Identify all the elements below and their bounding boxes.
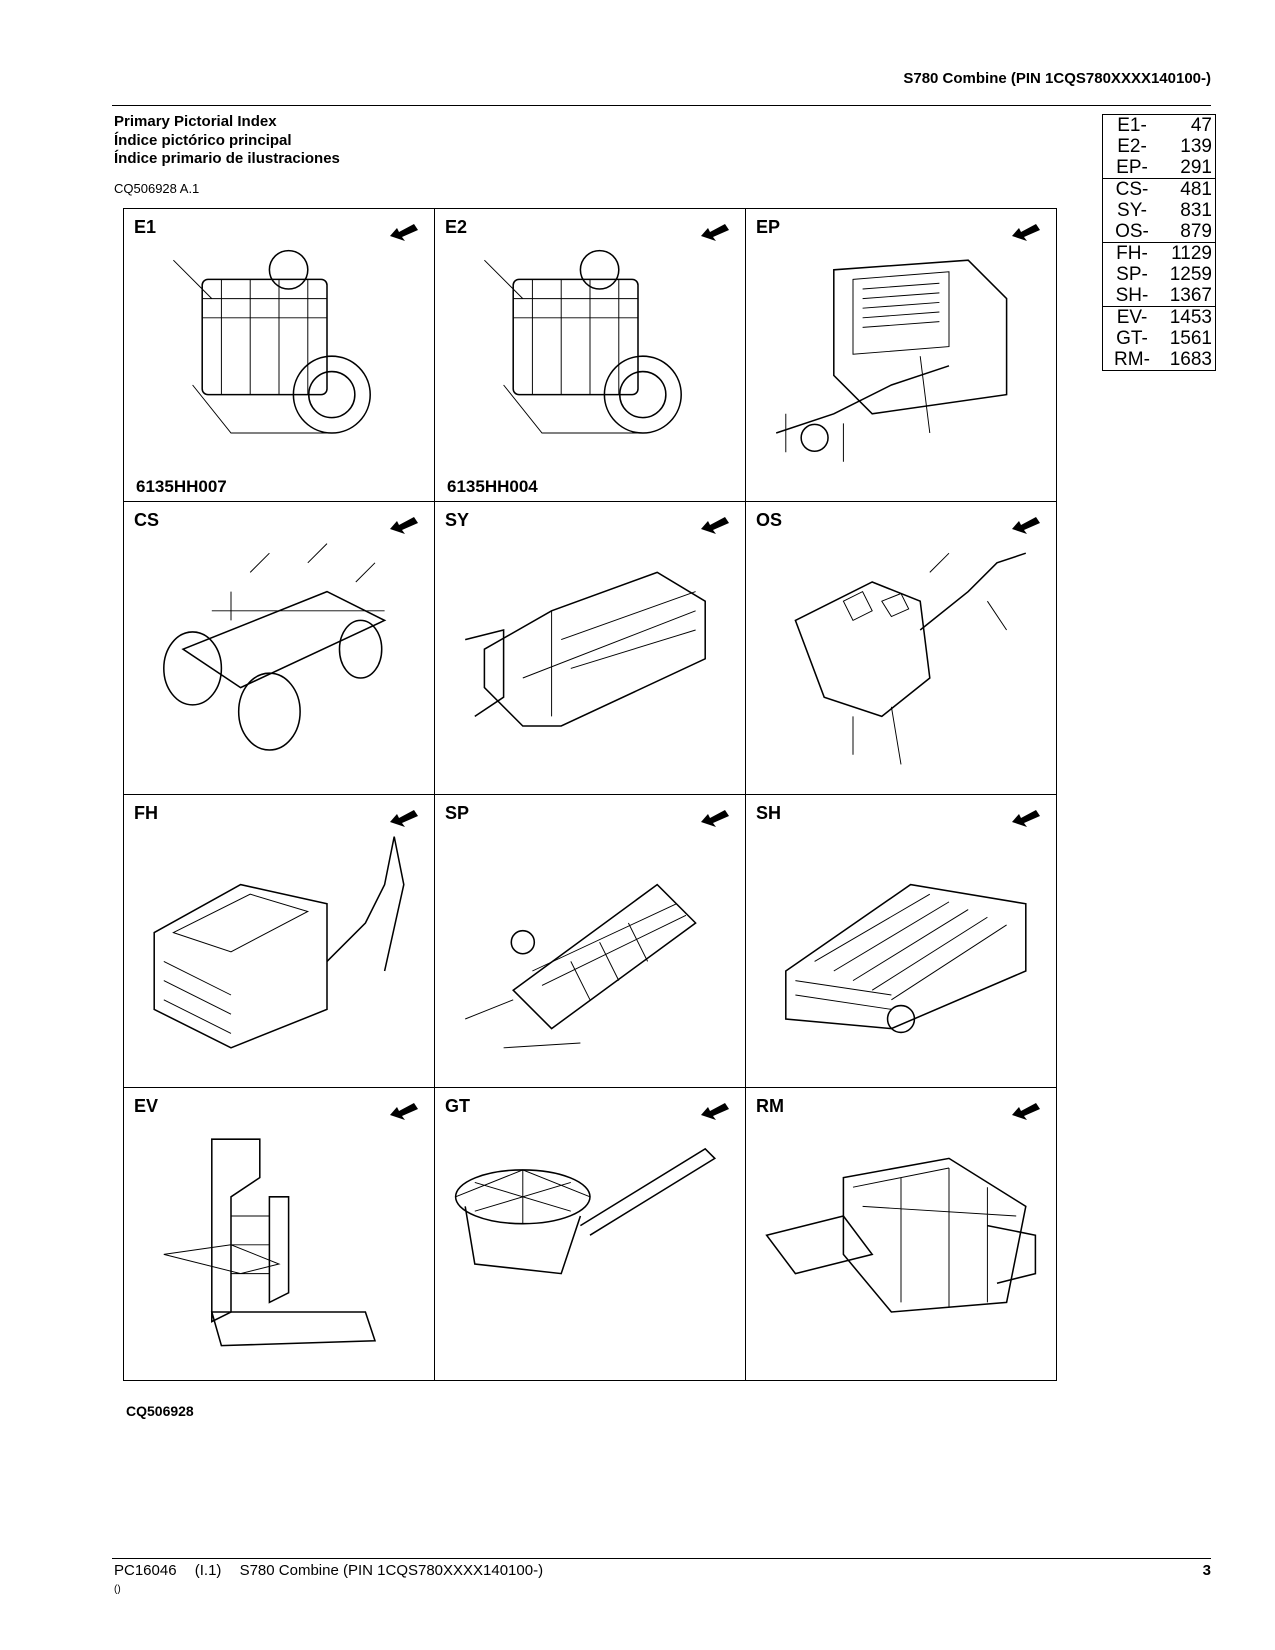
- index-row[interactable]: EV- 1453: [1103, 307, 1215, 328]
- index-cell-sy[interactable]: SY: [435, 502, 746, 795]
- footer-sub: (): [114, 1584, 121, 1595]
- section-heading: Primary Pictorial Index Índice pictórico…: [114, 113, 340, 169]
- index-row[interactable]: RM- 1683: [1103, 349, 1215, 370]
- header-rule: [112, 105, 1211, 106]
- index-code: SH-: [1115, 285, 1149, 306]
- index-row[interactable]: GT- 1561: [1103, 328, 1215, 349]
- cell-code: RM: [756, 1096, 784, 1116]
- cell-code: EP: [756, 217, 781, 237]
- cell-code: SP: [445, 803, 470, 823]
- index-code: FH-: [1116, 243, 1148, 264]
- index-row[interactable]: EP- 291: [1103, 157, 1215, 178]
- index-cell-ev[interactable]: EV: [124, 1088, 435, 1381]
- footer-rule: [112, 1558, 1211, 1559]
- index-row[interactable]: SH- 1367: [1103, 285, 1215, 306]
- cell-code: FH: [134, 803, 158, 823]
- cell-code: SH: [756, 803, 782, 823]
- index-cell-e1[interactable]: E1 6135HH007: [124, 209, 435, 502]
- index-cell-sh[interactable]: SH: [746, 795, 1057, 1088]
- index-row[interactable]: SP- 1259: [1103, 264, 1215, 285]
- index-code: E1-: [1117, 115, 1147, 136]
- index-page: 1453: [1169, 307, 1212, 328]
- index-row[interactable]: E2- 139: [1103, 136, 1215, 157]
- index-cell-ep[interactable]: EP: [746, 209, 1057, 502]
- index-code: E2-: [1117, 136, 1147, 157]
- index-page: 47: [1190, 115, 1212, 136]
- index-page: 831: [1180, 200, 1212, 221]
- index-code: OS-: [1115, 221, 1149, 242]
- index-row[interactable]: FH- 1129: [1103, 243, 1215, 264]
- footer-section: (I.1): [194, 1562, 222, 1579]
- index-cell-fh[interactable]: FH: [124, 795, 435, 1088]
- index-cell-sp[interactable]: SP: [435, 795, 746, 1088]
- footer-title: S780 Combine (PIN 1CQS780XXXX140100-): [239, 1562, 544, 1579]
- index-row[interactable]: E1- 47: [1103, 115, 1215, 136]
- index-code: GT-: [1116, 328, 1148, 349]
- index-page: 1367: [1169, 285, 1212, 306]
- index-page: 1683: [1169, 349, 1212, 370]
- index-row[interactable]: OS- 879: [1103, 221, 1215, 242]
- footer-info: PC16046 (I.1) S780 Combine (PIN 1CQS780X…: [114, 1562, 557, 1579]
- cell-code: SY: [445, 510, 470, 530]
- index-code: CS-: [1115, 179, 1149, 200]
- index-cell-e2[interactable]: E2 6135HH004: [435, 209, 746, 502]
- index-page: 1561: [1169, 328, 1212, 349]
- heading-spanish: Índice primario de ilustraciones: [114, 150, 340, 167]
- pictorial-index-grid: E1 6135HH007 E2 6135HH004 EP CS SY OS FH SP SH EV GT…: [123, 208, 1057, 1381]
- index-row[interactable]: SY- 831: [1103, 200, 1215, 221]
- index-page: 1259: [1169, 264, 1212, 285]
- index-page: 1129: [1171, 243, 1212, 264]
- page-number: 3: [1202, 1562, 1211, 1579]
- cell-part-label: 6135HH007: [136, 477, 227, 496]
- index-code: RM-: [1114, 349, 1150, 370]
- index-group: E1- 47 E2- 139 EP- 291: [1103, 115, 1215, 179]
- index-cell-rm[interactable]: RM: [746, 1088, 1057, 1381]
- cell-code: E1: [134, 217, 157, 237]
- cell-code: OS: [756, 510, 783, 530]
- section-index: E1- 47 E2- 139 EP- 291 CS- 481 SY- 831 OS- 879…: [1102, 114, 1216, 371]
- index-group: EV- 1453 GT- 1561 RM- 1683: [1103, 307, 1215, 370]
- index-code: SY-: [1117, 200, 1147, 221]
- index-page: 481: [1180, 179, 1212, 200]
- index-row[interactable]: CS- 481: [1103, 179, 1215, 200]
- figure-code: CQ506928 A.1: [114, 181, 200, 196]
- index-code: EP-: [1116, 157, 1148, 178]
- index-page: 291: [1180, 157, 1212, 178]
- index-group: CS- 481 SY- 831 OS- 879: [1103, 179, 1215, 243]
- index-code: EV-: [1116, 307, 1148, 328]
- index-page: 879: [1180, 221, 1212, 242]
- index-page: 139: [1180, 136, 1212, 157]
- cell-part-label: 6135HH004: [447, 477, 538, 496]
- index-cell-os[interactable]: OS: [746, 502, 1057, 795]
- heading-english: Primary Pictorial Index: [114, 113, 277, 130]
- footer-doc-number: PC16046: [114, 1562, 177, 1579]
- index-group: FH- 1129 SP- 1259 SH- 1367: [1103, 243, 1215, 307]
- cell-code: E2: [445, 217, 468, 237]
- page-header-title: S780 Combine (PIN 1CQS780XXXX140100-): [903, 70, 1211, 87]
- index-code: SP-: [1116, 264, 1148, 285]
- index-cell-gt[interactable]: GT: [435, 1088, 746, 1381]
- cell-code: CS: [134, 510, 160, 530]
- heading-portuguese: Índice pictórico principal: [114, 131, 292, 149]
- cell-code: EV: [134, 1096, 159, 1116]
- figure-reference: CQ506928: [126, 1403, 194, 1419]
- cell-code: GT: [445, 1096, 470, 1116]
- index-cell-cs[interactable]: CS: [124, 502, 435, 795]
